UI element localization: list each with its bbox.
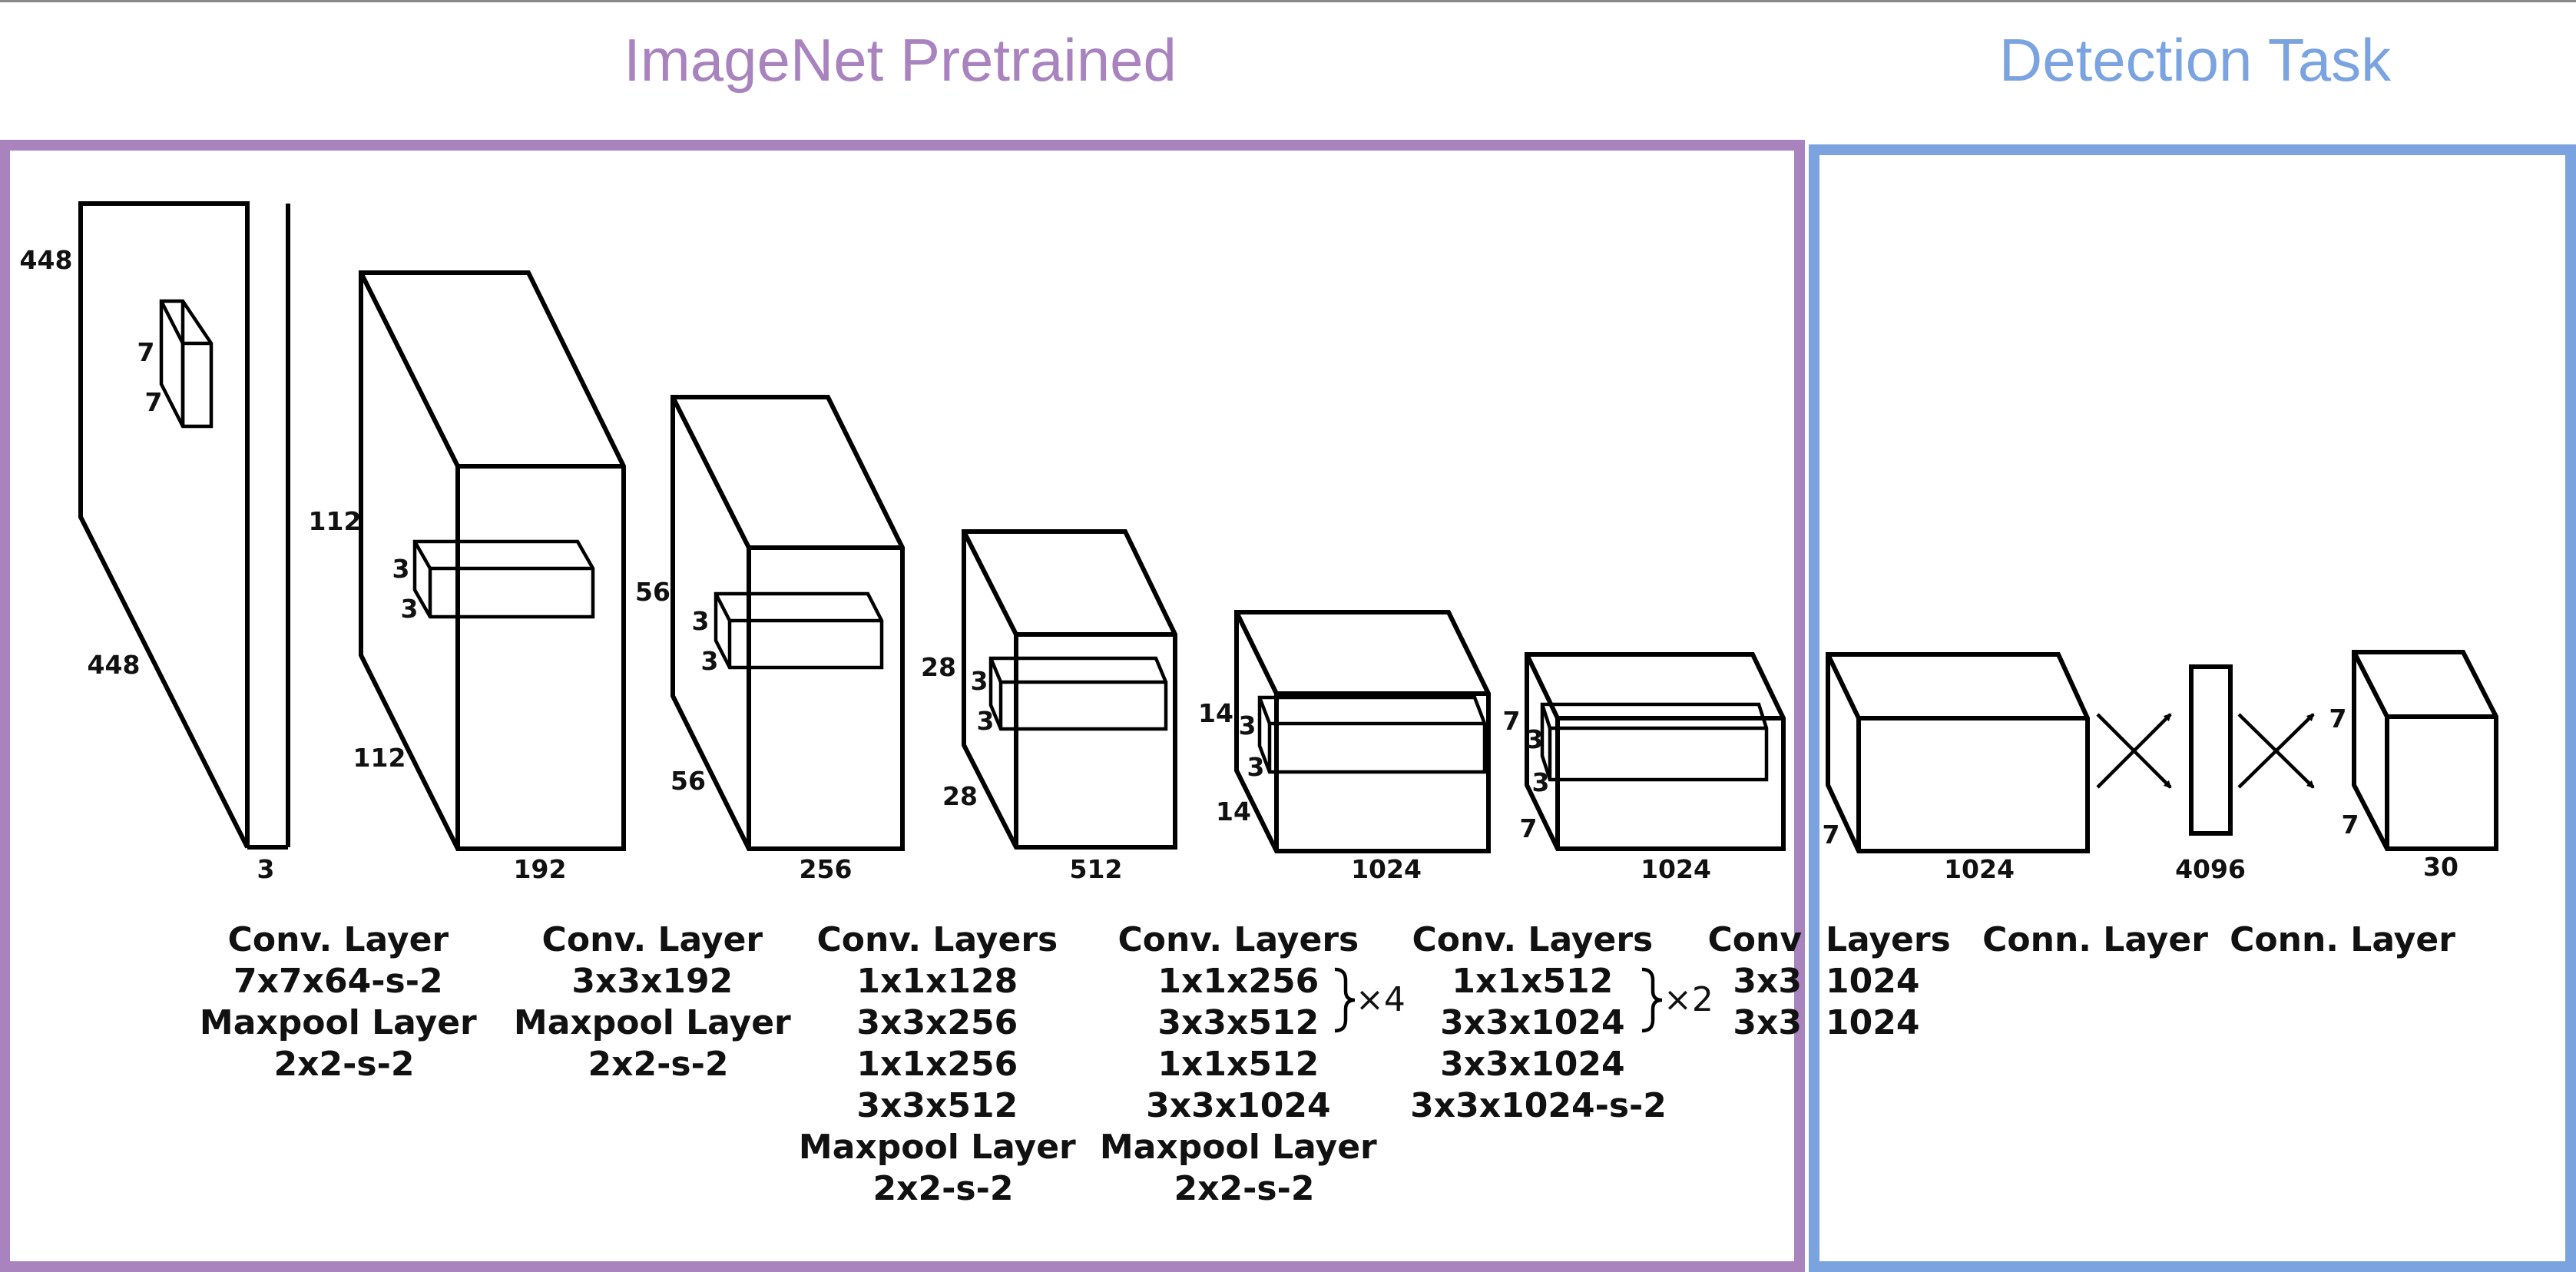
block1-kernel: [412, 539, 595, 619]
block3-kernel-w-label: 3: [977, 706, 995, 736]
block5-kernel-w-label: 3: [1532, 767, 1550, 797]
caption-block3: Conv. Layers 1x1x128 3x3x256 1x1x256 3x3…: [799, 920, 1088, 1208]
caption-block6-line1-right: Layers: [1826, 920, 1951, 959]
block4-depth-label: 1024: [1351, 854, 1422, 884]
caption-block6-line2-right: 1024: [1826, 962, 1919, 1001]
block1-height-label: 112: [309, 506, 362, 536]
block5-height-label: 7: [1503, 706, 1521, 736]
fully-connected-arrows-1: [2096, 713, 2172, 789]
block5-volume: [1525, 652, 1786, 851]
block3-height-label: 28: [921, 652, 956, 682]
detection-frame: [1809, 144, 2576, 1272]
block3-volume: [962, 529, 1177, 850]
caption-block4: Conv. Layers 1x1x256 3x3x512 1x1x512 3x3…: [1100, 920, 1389, 1208]
caption-fc2: Conn. Layer: [2230, 920, 2455, 959]
caption-block6-line3-right: 1024: [1826, 1003, 1919, 1042]
detection-heading: Detection Task: [1999, 26, 2392, 94]
repeat-block4: ×4: [1356, 980, 1406, 1019]
block1-depth-label: 192: [514, 854, 567, 884]
block1-volume: [359, 270, 626, 851]
input-kernel: [159, 299, 214, 429]
fc-4096-layer: [2189, 664, 2233, 836]
block4-kernel: [1257, 695, 1487, 774]
output-depth-label: 30: [2423, 852, 2458, 882]
caption-block6-line1-left: Conv: [1707, 920, 1802, 959]
block4-volume: [1234, 610, 1491, 853]
input-depth-label: 3: [257, 854, 275, 884]
block4-height-label: 14: [1198, 698, 1233, 728]
block2-volume: [670, 395, 905, 851]
block1-kernel-h-label: 3: [392, 554, 410, 584]
block6-width-label: 7: [1823, 820, 1840, 850]
input-width-label: 448: [88, 650, 141, 680]
fc-4096-label: 4096: [2175, 854, 2246, 884]
block1-kernel-w-label: 3: [401, 594, 419, 624]
fully-connected-arrows-2: [2237, 713, 2315, 789]
block2-kernel: [714, 591, 884, 670]
output-width-label: 7: [2342, 810, 2359, 840]
block5-kernel-h-label: 3: [1526, 724, 1544, 754]
block2-depth-label: 256: [800, 854, 853, 884]
pretrained-heading: ImageNet Pretrained: [624, 26, 1177, 94]
block6-volume: [1826, 652, 2090, 853]
block3-kernel-h-label: 3: [971, 666, 988, 696]
input-height-label: 448: [20, 245, 73, 275]
block5-width-label: 7: [1520, 813, 1538, 843]
block3-kernel: [988, 656, 1168, 731]
caption-block6-line2-left: 3x3: [1733, 962, 1802, 1001]
block6-depth-label: 1024: [1944, 854, 2015, 884]
block2-kernel-w-label: 3: [701, 646, 719, 676]
block5-kernel: [1540, 702, 1769, 782]
output-height-label: 7: [2329, 704, 2347, 734]
block4-kernel-w-label: 3: [1247, 752, 1265, 782]
brace-block4: [1334, 967, 1356, 1033]
block1-width-label: 112: [353, 743, 406, 773]
caption-block2: Conv. Layer 3x3x192 Maxpool Layer 2x2-s-…: [514, 920, 803, 1084]
block2-width-label: 56: [670, 766, 706, 796]
input-kernel-h-label: 7: [137, 337, 155, 367]
output-volume: [2352, 650, 2498, 851]
repeat-block5: ×2: [1664, 980, 1713, 1019]
caption-block5: Conv. Layers 1x1x512 3x3x1024 3x3x1024 3…: [1410, 920, 1667, 1125]
caption-fc1: Conn. Layer: [1982, 920, 2208, 959]
caption-block6: Conv Layers 3x3 1024 3x3 1024: [1707, 920, 1950, 1042]
block3-depth-label: 512: [1070, 854, 1123, 884]
block3-width-label: 28: [942, 781, 978, 811]
caption-block6-line3-left: 3x3: [1733, 1003, 1802, 1042]
brace-block5: [1641, 967, 1663, 1033]
block2-kernel-h-label: 3: [692, 606, 710, 636]
block2-height-label: 56: [635, 577, 670, 607]
pretrained-frame: [0, 140, 1805, 1272]
block5-depth-label: 1024: [1641, 854, 1711, 884]
input-volume: [78, 201, 290, 850]
block4-width-label: 14: [1216, 797, 1251, 826]
input-kernel-w-label: 7: [145, 387, 163, 417]
block4-kernel-h-label: 3: [1239, 711, 1257, 740]
caption-block1: Conv. Layer 7x7x64-s-2 Maxpool Layer 2x2…: [200, 920, 488, 1084]
